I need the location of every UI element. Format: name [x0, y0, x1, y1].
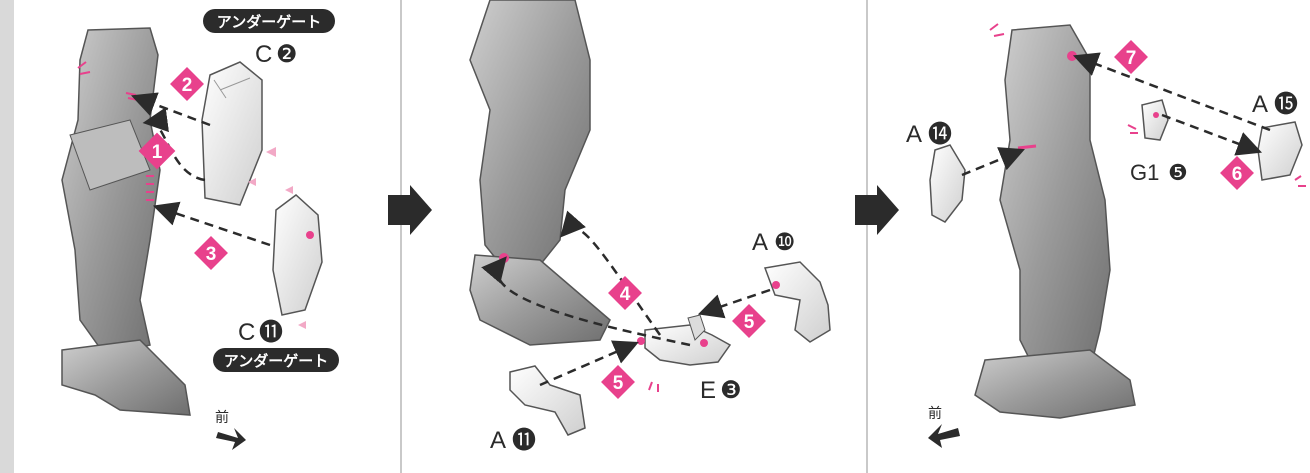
- svg-text:⓮: ⓮: [928, 120, 952, 148]
- svg-text:A: A: [490, 427, 506, 454]
- next-arrow-2: [855, 185, 899, 235]
- svg-text:5: 5: [613, 373, 624, 394]
- svg-text:6: 6: [1232, 164, 1243, 185]
- part-label-A10: A ❿: [752, 228, 796, 256]
- part-label-C11: C ⓫: [238, 318, 283, 346]
- svg-text:A: A: [752, 229, 768, 256]
- svg-text:A: A: [1252, 91, 1268, 118]
- part-label-E3: E ❸: [700, 376, 742, 404]
- panel-3: 7 6 A ⓮ A ⓯ G1 ❺ 前: [906, 24, 1306, 448]
- step-badge-6: 6: [1220, 156, 1254, 190]
- step-badge-2: 2: [170, 67, 204, 101]
- svg-text:⓫: ⓫: [512, 426, 536, 454]
- svg-text:❿: ❿: [774, 228, 796, 256]
- svg-text:G1: G1: [1130, 160, 1159, 185]
- front-indicator-1: 前: [215, 409, 246, 450]
- part-label-G1-5: G1 ❺: [1130, 160, 1188, 186]
- front-indicator-3: 前: [928, 405, 960, 448]
- step-badge-4: 4: [608, 276, 642, 310]
- svg-text:C: C: [238, 319, 255, 346]
- svg-text:3: 3: [206, 244, 217, 265]
- svg-text:❷: ❷: [276, 40, 298, 68]
- svg-text:前: 前: [215, 409, 229, 426]
- svg-text:❸: ❸: [720, 376, 742, 404]
- next-arrow-1: [388, 185, 432, 235]
- foot-2: [470, 255, 610, 345]
- svg-text:4: 4: [620, 284, 631, 305]
- svg-text:1: 1: [152, 142, 163, 163]
- part-G1-5-shape: [1142, 100, 1168, 140]
- svg-text:7: 7: [1126, 48, 1137, 69]
- svg-text:⓫: ⓫: [259, 318, 283, 346]
- part-A14-shape: [930, 145, 965, 222]
- step-badge-3: 3: [194, 236, 228, 270]
- step-badge-5b: 5: [601, 365, 635, 399]
- foot-3: [975, 350, 1135, 418]
- svg-text:前: 前: [928, 405, 942, 422]
- step-badge-5a: 5: [732, 304, 766, 338]
- svg-text:C: C: [255, 41, 272, 68]
- leg-body-3: [1000, 25, 1110, 380]
- part-A10-shape: [765, 262, 830, 342]
- part-label-A15: A ⓯: [1252, 90, 1298, 118]
- svg-text:A: A: [906, 121, 922, 148]
- under-gate-label-top: アンダーゲート: [203, 9, 335, 33]
- foot-1: [62, 340, 190, 415]
- panel-2: 4 5 5 A ❿ E ❸ A ⓫: [470, 0, 830, 454]
- part-C11-shape: [273, 195, 322, 315]
- panel-1: 2 1 3 アンダーゲート C ❷ C ⓫: [62, 9, 339, 450]
- step-badge-7: 7: [1114, 40, 1148, 74]
- svg-text:アンダーゲート: アンダーゲート: [224, 352, 328, 370]
- arrow-step-5a: [705, 290, 770, 312]
- svg-text:❺: ❺: [1168, 161, 1188, 186]
- part-A15-shape: [1258, 122, 1302, 180]
- svg-text:アンダーゲート: アンダーゲート: [217, 13, 321, 31]
- svg-text:2: 2: [182, 75, 193, 96]
- arrow-step-3: [160, 208, 270, 245]
- arrow-step-7: [1080, 58, 1270, 130]
- part-label-A14: A ⓮: [906, 120, 952, 148]
- svg-text:E: E: [700, 377, 716, 404]
- leg-body-1: [62, 28, 160, 355]
- part-label-C2: C ❷: [255, 40, 298, 68]
- svg-text:⓯: ⓯: [1274, 90, 1298, 118]
- svg-text:5: 5: [744, 312, 755, 333]
- leg-body-2: [470, 0, 590, 270]
- part-A11-shape: [510, 366, 585, 435]
- under-gate-label-bottom: アンダーゲート: [213, 348, 339, 372]
- part-label-A11: A ⓫: [490, 426, 536, 454]
